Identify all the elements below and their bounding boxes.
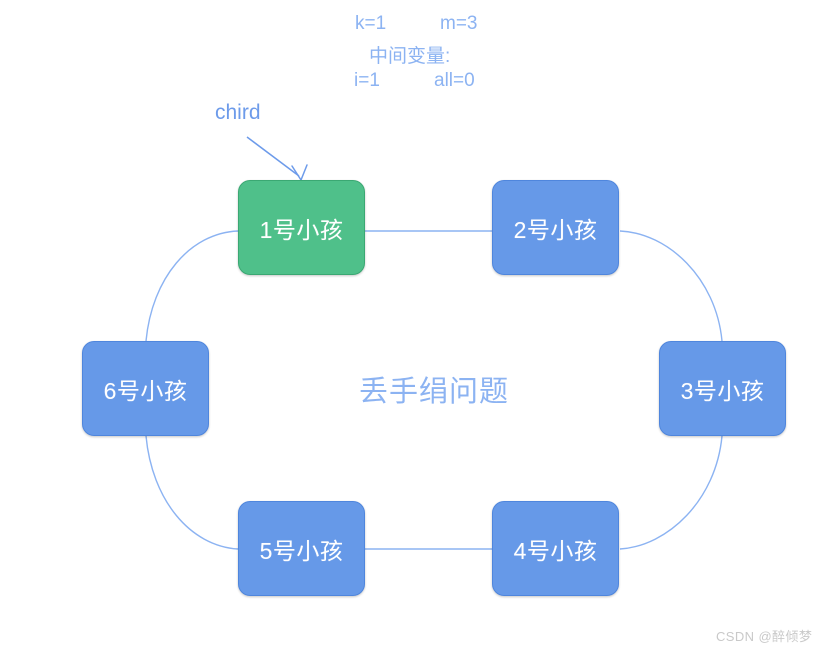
variables-heading: 中间变量: bbox=[369, 46, 451, 67]
chird-annotation-label: chird bbox=[215, 101, 261, 124]
variable-i: i=1 bbox=[354, 70, 380, 91]
arc-6-to-5 bbox=[145, 435, 239, 550]
variable-k: k=1 bbox=[355, 13, 387, 34]
node-child-4[interactable]: 4号小孩 bbox=[492, 501, 619, 596]
node-child-6[interactable]: 6号小孩 bbox=[82, 341, 209, 436]
arc-2-to-3 bbox=[619, 230, 723, 342]
variable-all: all=0 bbox=[434, 70, 475, 91]
arc-3-to-4 bbox=[619, 435, 723, 550]
node-child-2[interactable]: 2号小孩 bbox=[492, 180, 619, 275]
node-child-3[interactable]: 3号小孩 bbox=[659, 341, 786, 436]
variable-m: m=3 bbox=[440, 13, 478, 34]
node-child-5[interactable]: 5号小孩 bbox=[238, 501, 365, 596]
diagram-title: 丢手绢问题 bbox=[359, 376, 510, 408]
watermark: CSDN @醉倾梦 bbox=[716, 629, 813, 644]
arc-1-to-6 bbox=[145, 230, 239, 342]
node-child-1[interactable]: 1号小孩 bbox=[238, 180, 365, 275]
chird-arrow-icon bbox=[246, 136, 308, 181]
